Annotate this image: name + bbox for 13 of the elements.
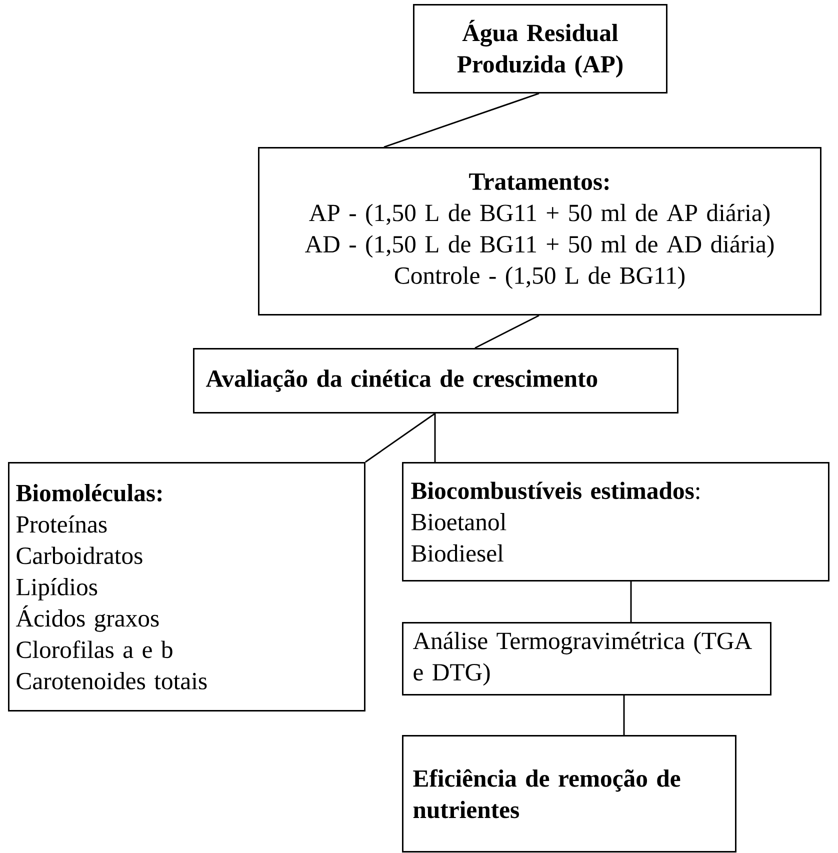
connector-line [630,581,632,622]
process-box: Tratamentos: AP - (1,50 L de BG11 + 50 ml de AP diária) AD - (1,50 L de BG11 + 50 ml de AD diária) Controle - (1,50 L de BG11) [258,147,822,316]
process-box: Análise Termogravimétrica (TGA e DTG) [402,622,772,696]
connector-line [623,695,625,735]
connector-line [434,413,436,462]
process-box: Biocombustíveis estimados: Bioetanol Biodiesel [402,462,830,582]
connector-line [384,92,540,148]
connector-line [365,412,436,463]
process-box: Água Residual Produzida (AP) [413,4,668,94]
connector-line [474,314,540,349]
process-box: Biomoléculas: Proteínas Carboidratos Lipídios Ácidos graxos Clorofilas a e b Carotenoides totais [8,462,366,712]
process-box: Eficiência de remoção de nutrientes [402,735,736,852]
process-box: Avaliação da cinética de crescimento [193,348,678,414]
